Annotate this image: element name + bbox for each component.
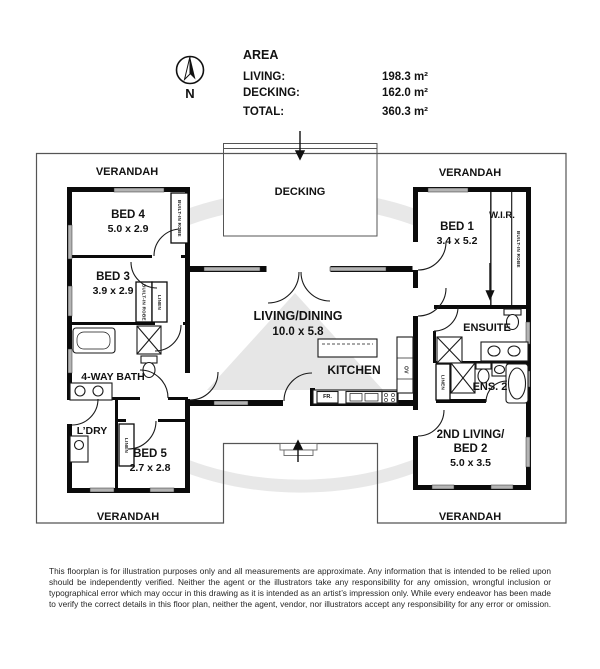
front-entry-arrow (292, 439, 304, 462)
compass-north-label: N (185, 86, 195, 101)
north-compass-icon (175, 55, 205, 85)
area-total-value: 360.3 m² (381, 106, 428, 118)
kitchen-bench (312, 389, 399, 405)
direction-arrows (292, 131, 495, 462)
ens2-label: ENS. 2 (472, 381, 508, 393)
vanity-icon (69, 382, 113, 401)
ens2-linen (435, 363, 451, 401)
bed5-label: BED 5 (133, 448, 167, 460)
bed3-label: BED 3 (96, 271, 130, 283)
second-living-label-2: BED 2 (453, 443, 488, 455)
bed1-label: BED 1 (440, 221, 474, 233)
verandah-label-bottom-right: VERANDAH (438, 511, 502, 523)
kitchen-island (317, 338, 378, 358)
bathtub-icon (72, 327, 116, 354)
windows (67, 187, 531, 493)
kitchen-tall-cabinets (396, 336, 414, 394)
area-living-label: LIVING: (243, 71, 286, 83)
wir-walk-arrow (485, 263, 495, 301)
verandah-label-top-left: VERANDAH (95, 166, 159, 178)
verandah-label-top-right: VERANDAH (438, 167, 502, 179)
ensuite-label: ENSUITE (463, 322, 511, 334)
shower-icon (136, 325, 162, 355)
ens2-toilet-icon (475, 362, 492, 384)
area-total-label: TOTAL: (243, 106, 285, 118)
disclaimer-line-1: This floorplan is for illustration purpo… (49, 566, 551, 576)
bed5-linen (118, 423, 135, 467)
decking-label: DECKING (274, 186, 326, 198)
ensuite-shower-icon (436, 336, 463, 364)
cooktop-icon (381, 390, 398, 404)
area-decking-label: DECKING: (243, 87, 300, 99)
wir-label: W.I.R. (489, 210, 515, 221)
ens2-basin-icon (491, 362, 508, 377)
bed5-dims: 2.7 x 2.8 (129, 462, 171, 474)
area-legend-title: AREA (243, 48, 279, 62)
bed3-robe-label: BUILT-IN ROBE (141, 283, 147, 321)
laundry-trough-icon (69, 435, 89, 463)
bed4-label: BED 4 (111, 209, 145, 221)
ens2-bathtub-icon (505, 363, 529, 404)
bed4-dims: 5.0 x 2.9 (107, 223, 149, 235)
second-living-label-1: 2ND LIVING/ (436, 429, 505, 441)
ens2-shower-icon (450, 362, 476, 394)
kitchen-label: KITCHEN (327, 363, 381, 377)
bed3-dims: 3.9 x 2.9 (92, 285, 134, 297)
toilet-icon (140, 355, 158, 379)
bath-label: 4-WAY BATH (81, 371, 145, 383)
fridge-label: FR. (323, 393, 332, 400)
ldry-label: L’DRY (76, 425, 108, 437)
door-arcs (71, 228, 508, 450)
area-decking-value: 162.0 m² (381, 87, 428, 99)
bed5-linen-label: LINEN (124, 437, 129, 453)
second-living-dims: 5.0 x 3.5 (450, 457, 491, 469)
ensuite-toilet-icon (503, 308, 522, 331)
disclaimer-line-3: typographical error which may occur in t… (49, 588, 551, 598)
ensuite-vanity-icon (480, 341, 529, 362)
decking-entry-arrow (294, 131, 306, 161)
living-dining-label: LIVING/DINING (253, 309, 343, 323)
area-living-value: 198.3 m² (381, 71, 428, 83)
disclaimer-line-2: should be independently verified. Neithe… (49, 577, 551, 587)
living-dining-dims: 10.0 x 5.8 (272, 326, 324, 338)
bed3-linen (151, 281, 168, 323)
fixtures (69, 308, 529, 463)
fridge-box (316, 390, 339, 404)
disclaimer-line-4: to verify the correct details in this fl… (49, 599, 551, 609)
oven-label: OV (402, 365, 409, 374)
bed3-linen-label: LINEN (157, 294, 162, 310)
bed4-robe-label: BUILT-IN ROBE (177, 199, 182, 237)
ens2-linen-label: LINEN (440, 374, 446, 390)
verandah-label-bottom-left: VERANDAH (96, 511, 160, 523)
door-openings (66, 242, 419, 436)
verandah-boundary (35, 152, 567, 524)
bed1-dims: 3.4 x 5.2 (436, 235, 478, 247)
bed4-robe (170, 192, 189, 244)
storage-cells (118, 192, 451, 467)
bed1-robe-label: BUILT-IN ROBE (516, 230, 521, 268)
